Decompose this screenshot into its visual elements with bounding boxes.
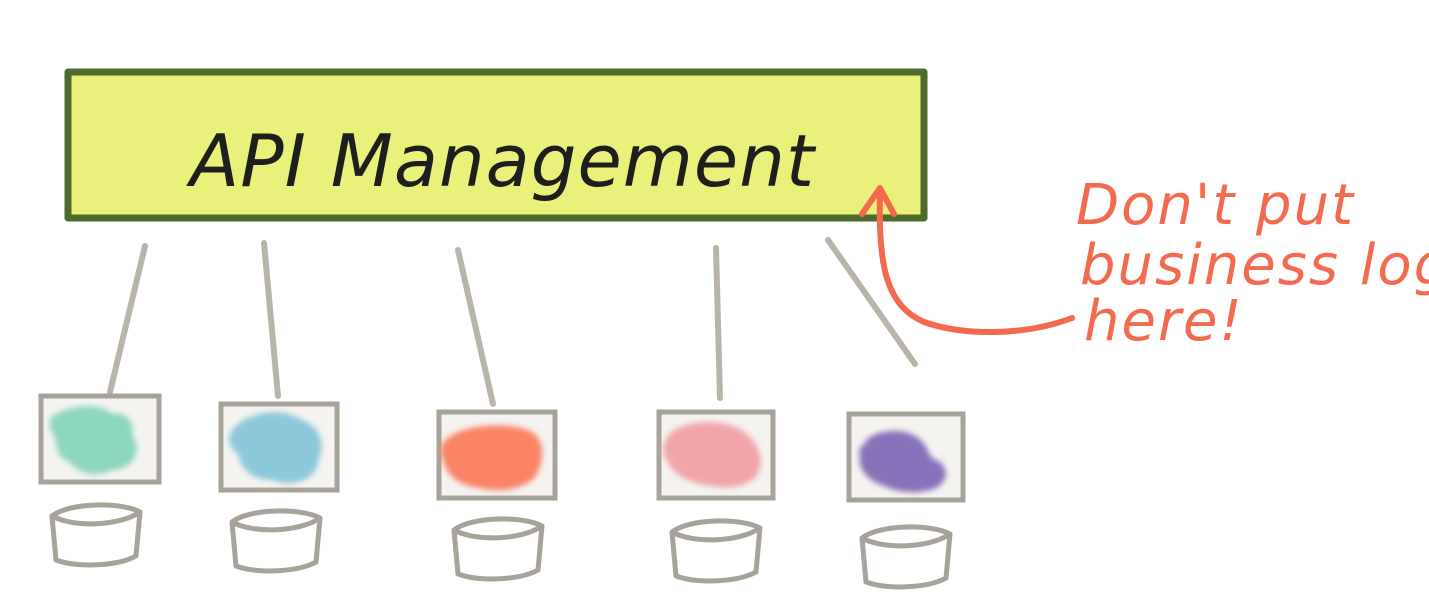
- connector-line-5: [825, 237, 918, 367]
- service-2: [218, 401, 340, 574]
- connector-line-4: [713, 245, 723, 401]
- connector-lines: [107, 237, 918, 407]
- service-database: [669, 518, 763, 584]
- note-line-2: business logic: [1080, 233, 1429, 298]
- arrow-head: [859, 185, 897, 217]
- arrow-shaft: [876, 193, 1075, 336]
- service-3: [436, 409, 558, 582]
- note-line-1: Don't put: [1076, 173, 1355, 238]
- service-database: [859, 524, 953, 590]
- note-line-3: here!: [1084, 289, 1244, 354]
- service-blob: [440, 425, 543, 491]
- connector-line-3: [455, 247, 496, 407]
- service-blob: [229, 412, 322, 484]
- api-management-title: API Management: [186, 119, 817, 203]
- service-1: [38, 393, 162, 568]
- service-blob: [859, 430, 946, 493]
- service-4: [656, 409, 776, 584]
- service-blob: [663, 422, 761, 488]
- annotation-arrow: [859, 185, 1075, 336]
- connector-line-1: [107, 243, 148, 395]
- service-blob: [50, 406, 137, 475]
- service-database: [451, 516, 545, 582]
- service-database: [49, 502, 143, 568]
- api-management-box: [64, 68, 928, 222]
- annotation-note: Don't put business logic here!: [1076, 173, 1429, 354]
- service-5: [846, 411, 966, 590]
- connector-line-2: [261, 240, 281, 399]
- service-database: [229, 508, 323, 574]
